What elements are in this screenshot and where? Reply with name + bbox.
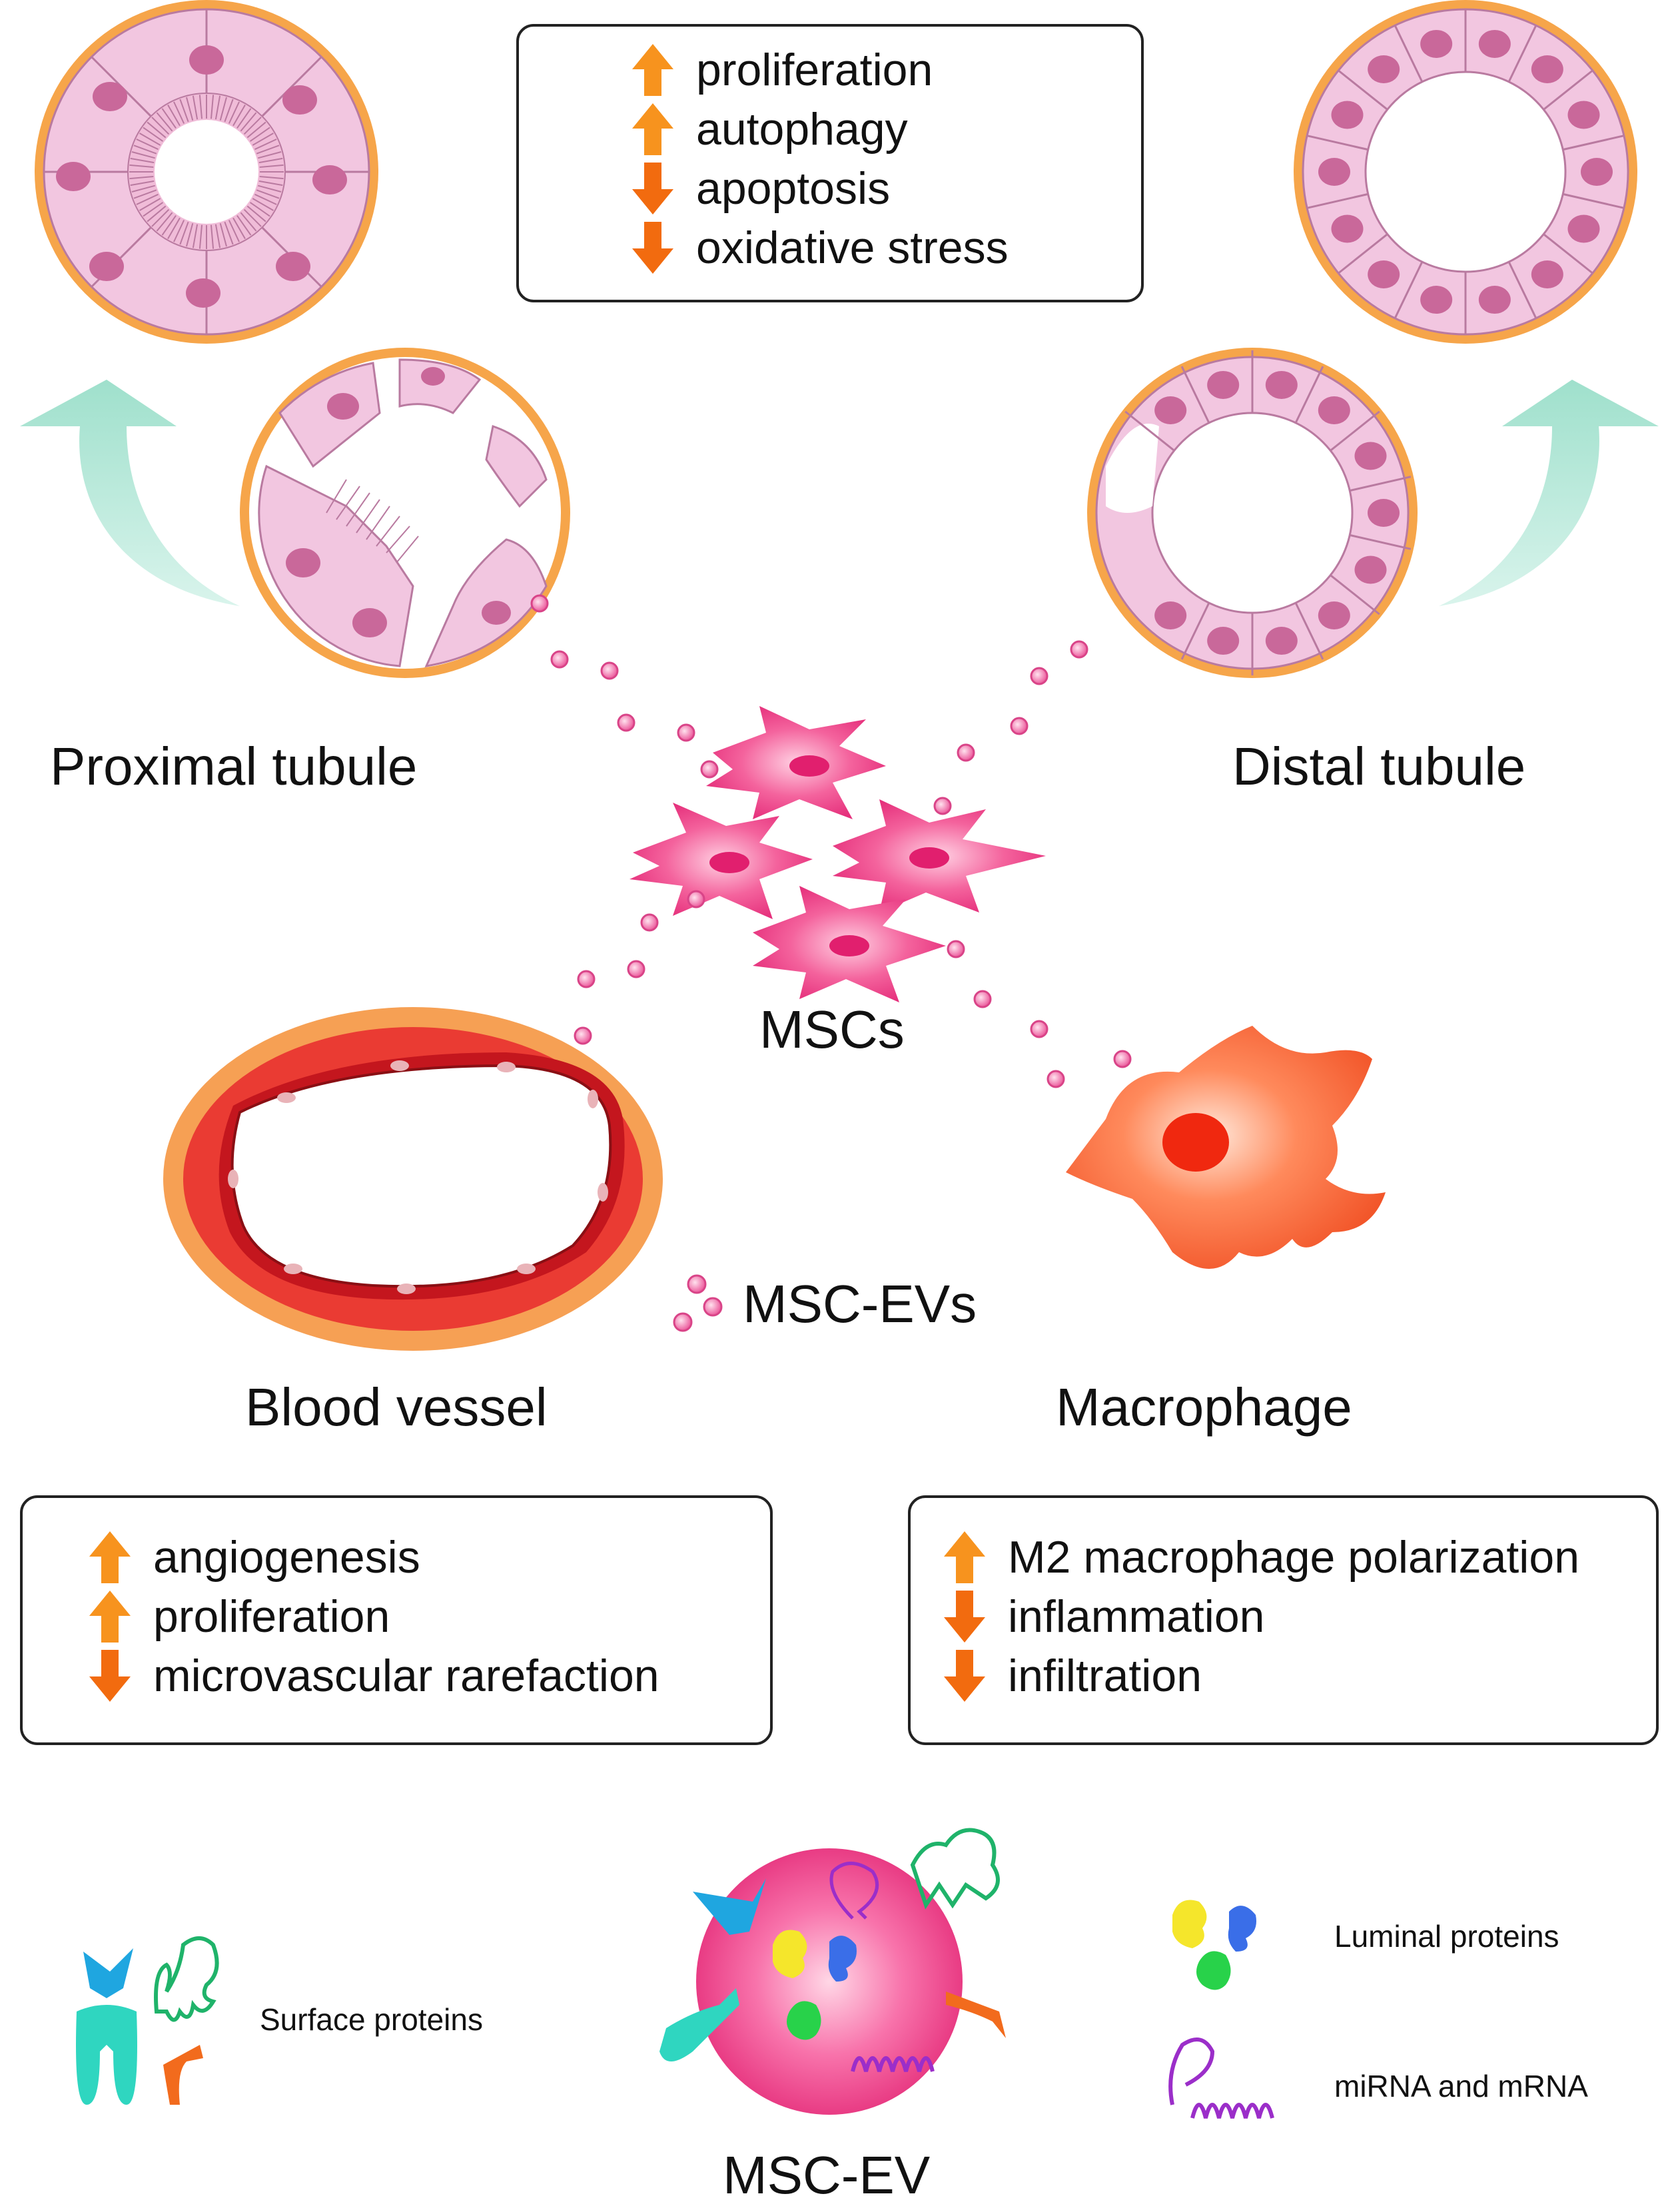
effect-row: apoptosis [632, 163, 890, 214]
surface-proteins-icon [76, 1936, 219, 2105]
increase-arrow-icon [944, 1531, 985, 1583]
mirna-mrna-label: miRNA and mRNA [1334, 2069, 1588, 2103]
effect-text: apoptosis [696, 163, 891, 214]
vesicle-trail [530, 594, 1132, 1088]
healthy-proximal-tubule [35, 0, 378, 344]
blood-vessel-label: Blood vessel [245, 1377, 548, 1437]
luminal-proteins-label: Luminal proteins [1334, 1919, 1559, 1954]
effect-row: proliferation [89, 1591, 390, 1643]
effect-row: oxidative stress [632, 222, 1009, 274]
mirna-mrna-icon [1168, 2037, 1274, 2119]
healthy-distal-tubule [1294, 0, 1637, 344]
surface-receptor-icon [910, 1828, 1000, 1910]
surface-receptor-icon [693, 1878, 766, 1935]
msc-nucleus [789, 755, 829, 777]
decrease-arrow-icon [944, 1591, 985, 1643]
luminal-proteins-icon [1172, 1900, 1256, 1990]
effect-row: angiogenesis [89, 1531, 420, 1583]
proximal-tubule-label: Proximal tubule [50, 737, 418, 796]
recovery-arrow-right [1439, 380, 1659, 606]
msc-evs-label: MSC-EVs [743, 1274, 977, 1333]
surface-receptor-icon [946, 1992, 1006, 2038]
effect-row: microvascular rarefaction [89, 1650, 659, 1702]
increase-arrow-icon [632, 103, 673, 155]
luminal-protein-icon [773, 1930, 807, 1978]
luminal-protein-icon [828, 1936, 857, 1982]
effect-row: autophagy [632, 103, 908, 155]
effect-text: angiogenesis [153, 1532, 420, 1583]
decrease-arrow-icon [632, 163, 673, 214]
msc-nucleus [829, 935, 869, 956]
effect-row: infiltration [944, 1650, 1202, 1702]
msc-cluster [629, 706, 1046, 1002]
msc-ev-label: MSC-EV [723, 2145, 931, 2205]
blood-vessel-effects-box: angiogenesis proliferation microvascular… [20, 1495, 773, 1745]
injured-proximal-tubule [240, 348, 570, 678]
effect-text: oxidative stress [696, 222, 1009, 273]
effect-text: proliferation [153, 1591, 390, 1642]
msc-ev-vesicle [659, 1828, 1006, 2115]
tubule-effects-box: proliferation autophagy apoptosis oxidat… [516, 24, 1144, 302]
mscs-label: MSCs [759, 1000, 905, 1059]
luminal-protein-icon [787, 2001, 821, 2040]
effect-text: microvascular rarefaction [153, 1651, 659, 1701]
decrease-arrow-icon [944, 1650, 985, 1702]
macrophage-effects-box: M2 macrophage polarization inflammation … [908, 1495, 1659, 1745]
effect-row: inflammation [944, 1591, 1265, 1643]
blood-vessel [163, 1007, 663, 1351]
effect-text: proliferation [696, 45, 933, 95]
injured-distal-tubule [1087, 348, 1418, 678]
recovery-arrow-left [20, 380, 240, 606]
surface-proteins-label: Surface proteins [260, 2002, 483, 2037]
increase-arrow-icon [89, 1591, 131, 1643]
effect-row: proliferation [632, 44, 933, 96]
increase-arrow-icon [632, 44, 673, 96]
decrease-arrow-icon [89, 1650, 131, 1702]
increase-arrow-icon [89, 1531, 131, 1583]
msc-evs-icon [673, 1274, 723, 1332]
mirna-icon [829, 1862, 879, 1920]
decrease-arrow-icon [632, 222, 673, 274]
effect-row: M2 macrophage polarization [944, 1531, 1579, 1583]
distal-tubule-label: Distal tubule [1232, 737, 1526, 796]
msc-nucleus [909, 847, 949, 869]
mrna-icon [851, 2056, 935, 2072]
macrophage-nucleus [1162, 1113, 1229, 1172]
effect-text: autophagy [696, 104, 908, 155]
surface-receptor-icon [659, 1988, 739, 2061]
effect-text: infiltration [1008, 1651, 1202, 1701]
msc-nucleus [709, 852, 749, 873]
macrophage-label: Macrophage [1056, 1377, 1352, 1437]
effect-text: M2 macrophage polarization [1008, 1532, 1580, 1583]
effect-text: inflammation [1008, 1591, 1265, 1642]
